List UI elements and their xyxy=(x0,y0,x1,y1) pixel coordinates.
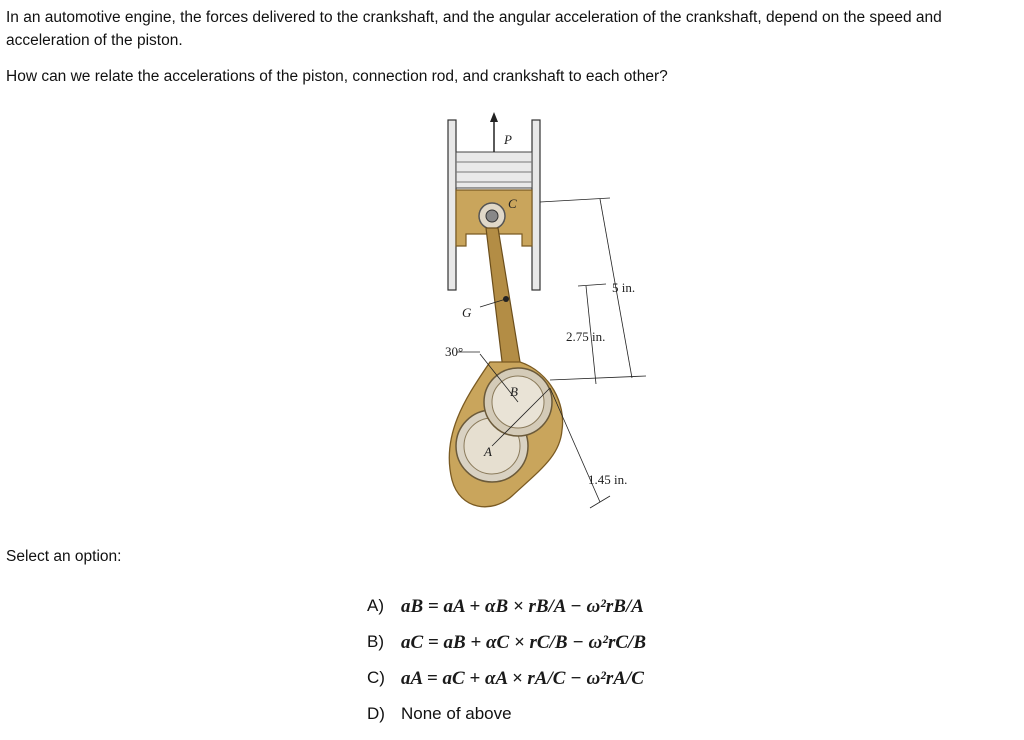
option-b[interactable]: B) aC = aB + αC × rC/B − ω²rC/B xyxy=(367,632,646,668)
piston-crown xyxy=(455,151,533,189)
option-d[interactable]: D) None of above xyxy=(367,704,646,740)
label-g: G xyxy=(462,305,472,320)
option-letter: C) xyxy=(367,668,385,687)
cylinder-wall-left xyxy=(447,119,457,291)
question-subtext: How can we relate the accelerations of t… xyxy=(6,68,668,85)
question-text: In an automotive engine, the forces deli… xyxy=(6,9,942,49)
option-letter: B) xyxy=(367,632,384,651)
cylinder-wall-right xyxy=(531,119,541,291)
connecting-rod xyxy=(485,227,523,379)
option-equation: aA = aC + αA × rA/C − ω²rA/C xyxy=(401,668,644,689)
option-text: None of above xyxy=(401,704,512,723)
label-angle: 30° xyxy=(445,344,463,359)
label-275in: 2.75 in. xyxy=(566,329,605,344)
option-letter: D) xyxy=(367,704,385,723)
piston-crank-diagram: P C G A B 30° 5 in. 2.75 in. 1.45 in. xyxy=(445,112,647,509)
label-p: P xyxy=(503,132,512,147)
option-equation: aB = aA + αB × rB/A − ω²rB/A xyxy=(401,596,644,617)
option-a[interactable]: A) aB = aA + αB × rB/A − ω²rB/A xyxy=(367,596,646,632)
label-5in: 5 in. xyxy=(612,280,635,295)
options-list: A) aB = aA + αB × rB/A − ω²rB/A B) aC = … xyxy=(367,596,646,740)
option-letter: A) xyxy=(367,596,384,615)
label-c: C xyxy=(508,196,517,211)
option-c[interactable]: C) aA = aC + αA × rA/C − ω²rA/C xyxy=(367,668,646,704)
select-option-prompt: Select an option: xyxy=(6,548,122,565)
label-b: B xyxy=(510,384,518,399)
label-a: A xyxy=(483,444,492,459)
label-145in: 1.45 in. xyxy=(588,472,627,487)
option-equation: aC = aB + αC × rC/B − ω²rC/B xyxy=(401,632,646,653)
